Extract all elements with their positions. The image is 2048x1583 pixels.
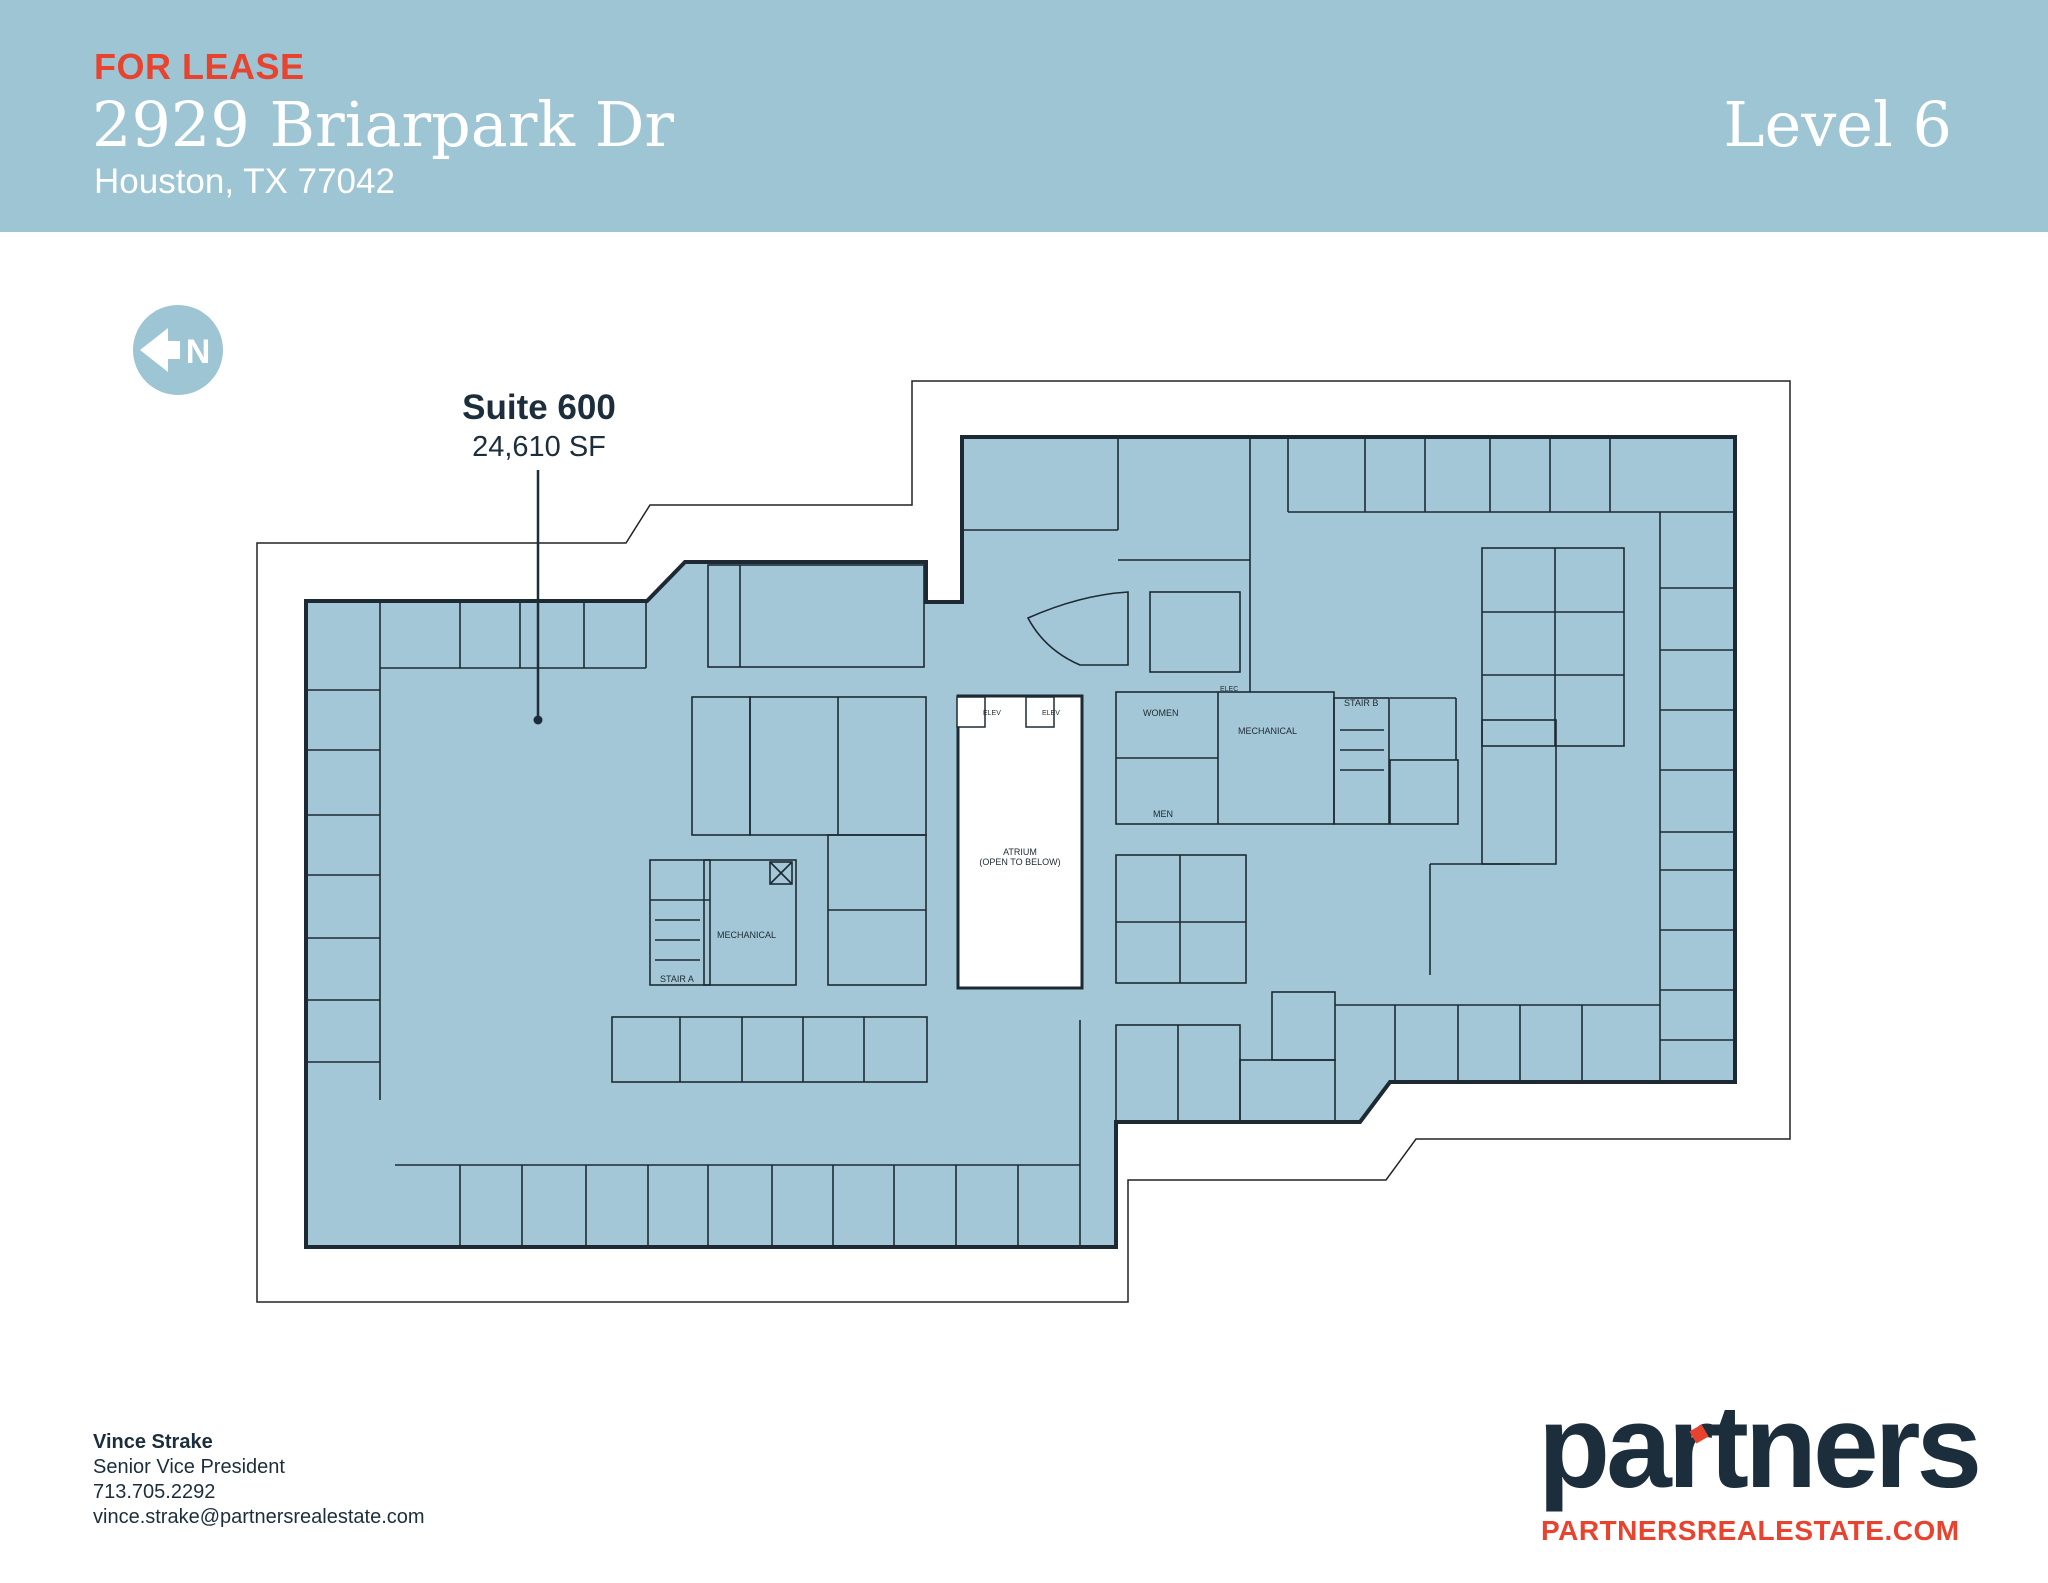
suite-name: Suite 600 bbox=[462, 388, 616, 427]
partners-logo: partners bbox=[1538, 1381, 1982, 1513]
stair-b-label: STAIR B bbox=[1344, 698, 1379, 708]
atrium-label: ATRIUM (OPEN TO BELOW) bbox=[958, 847, 1082, 867]
compass-letter: N bbox=[186, 333, 211, 371]
stair-a-label: STAIR A bbox=[660, 974, 694, 984]
atrium bbox=[956, 694, 1084, 990]
floor-plan-drawing: N bbox=[133, 305, 1791, 1303]
contact-block: Vince Strake Senior Vice President 713.7… bbox=[93, 1430, 425, 1530]
north-arrow-icon: N bbox=[133, 305, 223, 395]
contact-name: Vince Strake bbox=[93, 1431, 213, 1453]
contact-phone[interactable]: 713.705.2292 bbox=[93, 1481, 216, 1503]
website-link[interactable]: PARTNERSREALESTATE.COM bbox=[1541, 1515, 1960, 1546]
elevator-2-label: ELEV bbox=[1042, 710, 1060, 717]
men-restroom-label: MEN bbox=[1153, 809, 1173, 819]
suite-pointer-dot bbox=[533, 715, 543, 725]
elec-room-label: ELEC bbox=[1220, 686, 1239, 693]
elevator-1 bbox=[956, 696, 986, 728]
floor-level: Level 6 bbox=[1723, 88, 1952, 161]
property-city: Houston, TX 77042 bbox=[94, 162, 395, 201]
contact-email[interactable]: vince.strake@partnersrealestate.com bbox=[93, 1506, 425, 1528]
mechanical-east-label: MECHANICAL bbox=[1238, 726, 1298, 736]
for-lease-tag: FOR LEASE bbox=[94, 46, 305, 87]
property-address: 2929 Briarpark Dr bbox=[92, 88, 675, 161]
mechanical-west-label: MECHANICAL bbox=[717, 930, 777, 940]
contact-title: Senior Vice President bbox=[93, 1456, 285, 1478]
women-restroom-label: WOMEN bbox=[1143, 708, 1179, 718]
floor-plan: N bbox=[0, 232, 2048, 1332]
elevator-1-label: ELEV bbox=[983, 710, 1001, 717]
atrium-label-line1: ATRIUM bbox=[1003, 847, 1037, 857]
interior-walls bbox=[306, 437, 1735, 1247]
header-banner: FOR LEASE 2929 Briarpark Dr Houston, TX … bbox=[0, 0, 2048, 232]
atrium-label-line2: (OPEN TO BELOW) bbox=[979, 857, 1061, 867]
elevator-2 bbox=[1025, 696, 1055, 728]
suite-area: 24,610 SF bbox=[472, 431, 606, 463]
